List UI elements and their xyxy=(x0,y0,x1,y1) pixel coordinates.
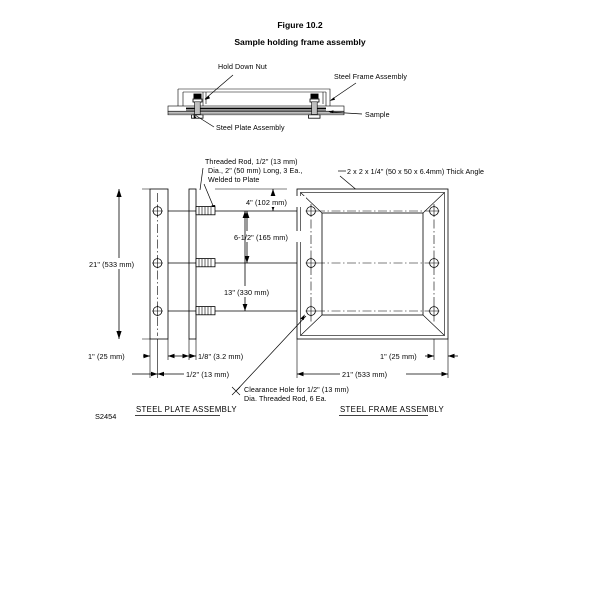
frame-hole-left-2 xyxy=(305,257,317,269)
plate-hole-row-3 xyxy=(152,305,196,317)
dimension-frame-width-text: 21" (533 mm) xyxy=(342,370,387,379)
arrow-clearance-hole xyxy=(300,314,305,320)
arrow-hold-down-nut xyxy=(204,95,210,100)
plate-hole-row-1 xyxy=(152,205,196,217)
dimension-plate-thickness-text: 1/8" (3.2 mm) xyxy=(198,352,243,361)
caption-right-view-text: STEEL FRAME ASSEMBLY xyxy=(340,405,445,414)
projection-lines xyxy=(215,210,297,312)
dimension-top-to-first-hole: 4" (102 mm) xyxy=(215,188,306,211)
note-clearance-hole: Clearance Hole for 1/2" (13 mm) Dia. Thr… xyxy=(231,314,349,403)
arrow-sample xyxy=(328,110,334,114)
note-threaded-rod-line1: Threaded Rod, 1/2" (13 mm) xyxy=(205,158,298,166)
frame-miter-lines xyxy=(300,192,445,336)
dimension-plate-thickness: 1/8" (3.2 mm) xyxy=(168,352,243,361)
frame-hole-right-1 xyxy=(428,205,440,217)
frame-extension-lines xyxy=(296,339,449,378)
arrow-steel-plate-assembly xyxy=(193,113,197,119)
drawing-number: S2454 xyxy=(95,412,116,421)
hold-down-nut-right xyxy=(308,93,321,119)
label-hold-down-nut: Hold Down Nut xyxy=(218,63,267,71)
dimension-frame-edge-margin: 1" (25 mm) xyxy=(380,352,458,361)
frame-hole-left-3 xyxy=(305,305,317,317)
frame-horizontal-centerlines xyxy=(316,210,429,312)
note-clearance-hole-line2: Dia. Threaded Rod, 6 Ea. xyxy=(244,395,327,403)
dimension-frame-width: 21" (533 mm) xyxy=(297,369,448,380)
note-clearance-hole-line1: Clearance Hole for 1/2" (13 mm) xyxy=(244,386,349,394)
dimension-plate-offset: 1/2" (13 mm) xyxy=(132,369,246,380)
threaded-rod-3 xyxy=(195,306,216,316)
dimension-top-to-first-hole-text: 4" (102 mm) xyxy=(246,198,287,207)
frame-hole-right-3 xyxy=(428,305,440,317)
caption-left-view-text: STEEL PLATE ASSEMBLY xyxy=(136,405,237,414)
plate-extension-lines xyxy=(149,339,197,378)
sample-layer xyxy=(186,107,326,110)
dimension-hole-spacing-text: 6-1/2" (165 mm) xyxy=(234,233,288,242)
note-angle-spec-text: 2 x 2 x 1/4" (50 x 50 x 6.4mm) Thick Ang… xyxy=(347,168,484,176)
label-steel-frame-assembly: Steel Frame Assembly xyxy=(334,73,407,81)
note-threaded-rod-line2: Dia., 2" (50 mm) Long, 3 Ea., xyxy=(208,167,303,175)
sample-layer-lower xyxy=(186,109,326,111)
note-threaded-rod-line3: Welded to Plate xyxy=(208,176,259,184)
figure-title: Sample holding frame assembly xyxy=(234,37,366,47)
label-sample: Sample xyxy=(365,111,390,119)
threaded-rod-2 xyxy=(195,258,216,268)
label-steel-plate-assembly: Steel Plate Assembly xyxy=(216,124,285,132)
steel-frame-assembly-view xyxy=(296,188,449,340)
frame-hole-left-1 xyxy=(305,205,317,217)
caption-steel-plate-assembly: STEEL PLATE ASSEMBLY xyxy=(135,405,237,416)
section-elevation-view: Hold Down Nut Steel Frame Assembly Sampl… xyxy=(167,63,407,132)
dimension-plate-edge-margin-text: 1" (25 mm) xyxy=(88,352,125,361)
threaded-rod-1 xyxy=(195,206,216,216)
plate-edge-right xyxy=(188,188,197,340)
dimension-height-overall: 21" (533 mm) xyxy=(86,188,150,340)
frame-opening-rect xyxy=(321,212,424,316)
steel-plate-assembly-view xyxy=(149,188,297,340)
arrow-steel-frame-assembly xyxy=(329,97,335,101)
dimension-hole-span-text: 13" (330 mm) xyxy=(224,288,269,297)
caption-steel-frame-assembly: STEEL FRAME ASSEMBLY xyxy=(339,405,445,416)
dimension-hole-span: 13" (330 mm) xyxy=(222,211,286,311)
dimension-frame-edge-margin-text: 1" (25 mm) xyxy=(380,352,417,361)
dimension-plate-edge-margin: 1" (25 mm) xyxy=(88,352,150,361)
plate-hole-row-2 xyxy=(152,257,196,269)
figure-number: Figure 10.2 xyxy=(277,20,323,30)
dimension-height-overall-text: 21" (533 mm) xyxy=(89,260,134,269)
dimension-plate-offset-text: 1/2" (13 mm) xyxy=(186,370,229,379)
frame-hole-right-2 xyxy=(428,257,440,269)
